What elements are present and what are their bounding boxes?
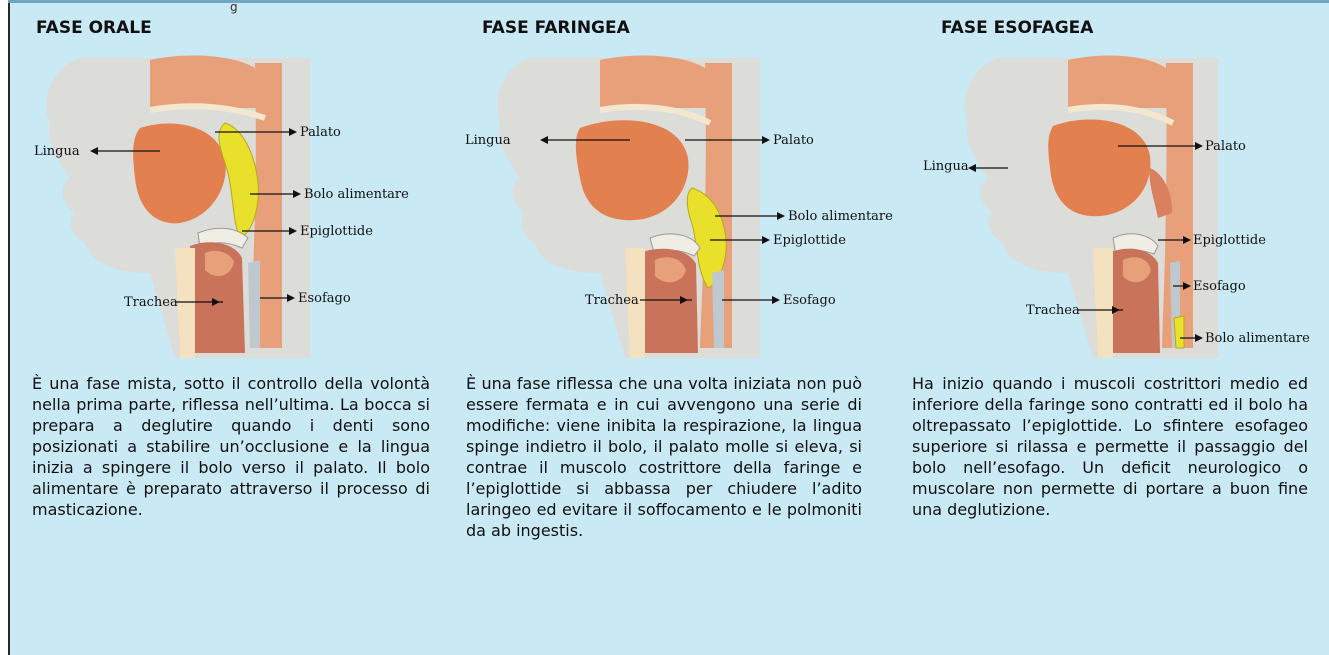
label-esofago: Esofago <box>298 291 351 306</box>
phase-title-faringea: FASE FARINGEA <box>482 18 630 38</box>
label-bolo: Bolo alimentare <box>788 209 893 224</box>
label-epiglottide: Epiglottide <box>1193 233 1266 248</box>
label-lingua: Lingua <box>465 133 511 148</box>
label-trachea: Trachea <box>585 293 639 308</box>
label-lingua: Lingua <box>34 144 80 159</box>
description-faringea: È una fase riflessa che una volta inizia… <box>466 373 862 541</box>
label-bolo: Bolo alimentare <box>1205 331 1310 346</box>
label-palato: Palato <box>773 133 814 148</box>
phase-title-orale: FASE ORALE <box>36 18 152 38</box>
phase-title-esofagea: FASE ESOFAGEA <box>941 18 1093 38</box>
oral-phase-illustration: Lingua Palato Bolo alimentare Epiglottid… <box>20 48 420 368</box>
esophageal-phase-illustration: Lingua Palato Epiglottide Esofago Trache… <box>918 48 1323 368</box>
label-lingua: Lingua <box>923 159 969 174</box>
label-trachea: Trachea <box>1026 303 1080 318</box>
label-trachea: Trachea <box>124 295 178 310</box>
label-esofago: Esofago <box>1193 279 1246 294</box>
label-bolo: Bolo alimentare <box>304 187 409 202</box>
label-epiglottide: Epiglottide <box>773 233 846 248</box>
label-epiglottide: Epiglottide <box>300 224 373 239</box>
label-palato: Palato <box>1205 139 1246 154</box>
top-border <box>8 0 1329 3</box>
label-palato: Palato <box>300 125 341 140</box>
top-caption: g <box>230 0 238 14</box>
description-esofagea: Ha inizio quando i muscoli costrittori m… <box>912 373 1308 520</box>
description-orale: È una fase mista, sotto il controllo del… <box>32 373 430 520</box>
pharyngeal-phase-illustration: Lingua Palato Bolo alimentare Epiglottid… <box>460 48 900 368</box>
label-esofago: Esofago <box>783 293 836 308</box>
